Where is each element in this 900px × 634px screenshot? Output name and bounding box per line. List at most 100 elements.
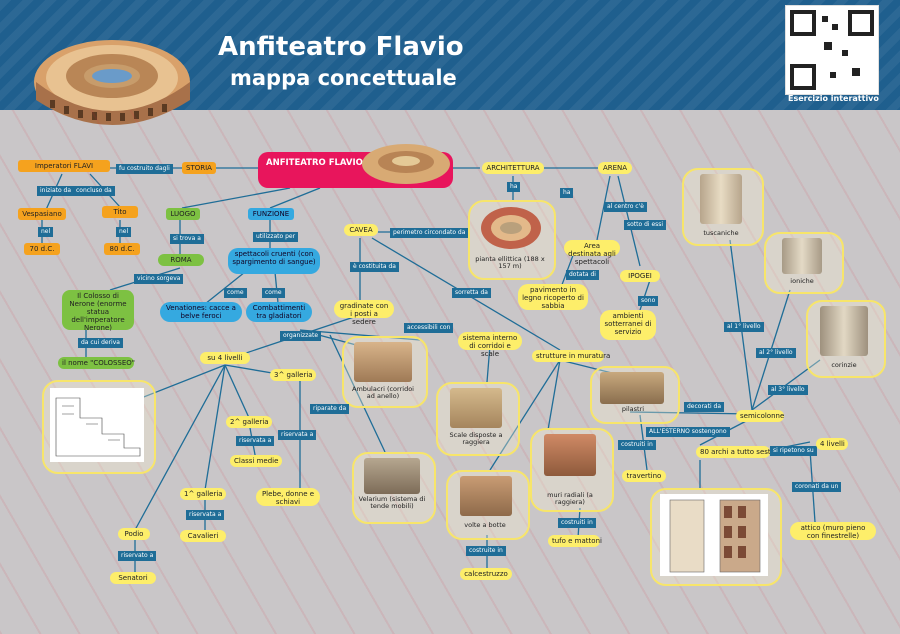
node-cavalieri: Cavalieri — [180, 530, 226, 542]
node-combattimenti: Combattimenti tra gladiatori — [246, 302, 312, 322]
volte-photo — [460, 476, 512, 516]
link-organizzate: organizzate — [280, 331, 322, 341]
node-muri: muri radiali (a raggiera) — [547, 491, 593, 506]
colosseum-illustration — [34, 40, 190, 125]
node-ipogei: IPOGEI — [620, 270, 660, 282]
node-storia: STORIA — [182, 162, 216, 174]
link-vicino: vicino sorgeva — [134, 274, 184, 284]
node-1-galleria: 1^ galleria — [180, 488, 226, 500]
link-sorretta: sorretta da — [452, 288, 491, 298]
link-sono: sono — [638, 296, 659, 306]
link-riservato: riservato a — [118, 551, 157, 561]
link-al-2-livello: al 2° livello — [756, 348, 796, 358]
node-luogo: LUOGO — [166, 208, 200, 220]
link-al-1-livello: al 1° livello — [724, 322, 764, 332]
node-tufo: tufo e mattoni — [548, 535, 602, 547]
node-imperatori: Imperatori FLAVI — [18, 160, 110, 172]
node-tito: Tito — [102, 206, 138, 218]
node-pilastri: pilastri — [621, 405, 645, 413]
node-nome: il nome "COLOSSEO" — [58, 357, 135, 369]
node-volte: volte a botte — [464, 521, 506, 529]
link-al-3-livello: al 3° livello — [768, 385, 808, 395]
qr-code[interactable] — [785, 5, 879, 95]
tuscaniche-photo — [700, 174, 742, 224]
link-nel-1: nel — [38, 227, 54, 237]
link-ha-2: ha — [560, 188, 574, 198]
node-vespasiano: Vespasiano — [18, 208, 66, 220]
link-riservata-2: riservata a — [186, 510, 225, 520]
node-senatori: Senatori — [110, 572, 156, 584]
node-4-livelli-b: 4 livelli — [816, 438, 848, 450]
link-dotata: dotata di — [566, 270, 599, 280]
node-ioniche: ioniche — [790, 277, 814, 285]
link-coronati: coronati da un — [792, 482, 842, 492]
node-sistema: sistema interno di corridoi e scale — [458, 332, 522, 358]
tuscaniche-frame — [682, 168, 764, 246]
ioniche-photo — [782, 238, 822, 274]
node-tuscaniche: tuscaniche — [703, 229, 739, 237]
link-utilizzato: utilizzato per — [253, 232, 299, 242]
link-perimetro: perimetro circondato da — [390, 228, 469, 238]
link-si-ripetono: si ripetono su — [770, 446, 817, 456]
node-80dc: 80 d.C. — [104, 243, 140, 255]
link-come-2: come — [262, 288, 285, 298]
link-concluso: concluso da — [73, 186, 115, 196]
node-3-galleria: 3^ galleria — [270, 369, 316, 381]
link-fu-costruito: fu costruito dagli — [116, 164, 173, 174]
node-80-archi: 80 archi a tutto sesto — [696, 446, 775, 458]
pilastri-photo — [600, 372, 664, 404]
node-gradinate: gradinate con i posti a sedere — [334, 300, 394, 326]
colosseum-thumbnail — [362, 144, 450, 184]
node-velarium: Velarium (sistema di tende mobili) — [358, 495, 426, 510]
node-venationes: Venationes: cacce a belve feroci — [160, 302, 242, 322]
node-70dc: 70 d.C. — [24, 243, 60, 255]
node-arena: ARENA — [598, 162, 632, 174]
page-title: Anfiteatro Flavio — [218, 32, 464, 62]
link-iniziato: iniziato da — [37, 186, 75, 196]
link-nel-2: nel — [116, 227, 132, 237]
node-architettura: ARCHITETTURA — [482, 162, 544, 174]
link-accessibili: accessibili con — [404, 323, 454, 333]
node-pavimento: pavimento in legno ricoperto di sabbia — [518, 284, 588, 310]
corinzie-photo — [820, 306, 868, 356]
pianta-ellittica-image — [481, 207, 541, 249]
muri-photo — [544, 434, 596, 476]
node-area: Area destinata agli spettacoli — [564, 240, 620, 266]
node-4-livelli: su 4 livelli — [200, 352, 250, 364]
node-ambulacri: Ambulacri (corridoi ad anello) — [352, 385, 414, 400]
link-si-trova: si trova a — [170, 234, 204, 244]
link-costruiti-2: costruiti in — [558, 518, 596, 528]
qr-label: Esercizio interattivo — [788, 94, 879, 103]
link-decorati: decorati da — [684, 402, 725, 412]
node-scale: Scale disposte a raggiera — [449, 431, 503, 446]
cross-section-drawing — [50, 388, 144, 462]
velarium-photo — [364, 458, 420, 494]
node-semicolonne: semicolonne — [736, 410, 784, 422]
link-costituita: è costituita da — [350, 262, 399, 272]
node-strutture: strutture in muratura — [532, 350, 610, 362]
link-costruiti-1: costruiti in — [618, 440, 656, 450]
node-funzione: FUNZIONE — [248, 208, 294, 220]
link-ha-1: ha — [507, 182, 521, 192]
node-calcestruzzo: calcestruzzo — [460, 568, 512, 580]
link-riservata-3: riservata a — [278, 430, 317, 440]
node-corinzie: corinzie — [831, 361, 857, 369]
link-riservata-1: riservata a — [236, 436, 275, 446]
node-colosso: Il Colosso di Nerone (enorme statua dell… — [62, 290, 134, 332]
central-concept-label: ANFITEATRO FLAVIO (COLOSSEO) — [266, 158, 425, 168]
link-sotto: sotto di essi — [624, 220, 667, 230]
node-spettacoli: spettacoli cruenti (con spargimento di s… — [228, 248, 320, 274]
link-come-1: come — [224, 288, 247, 298]
link-da-cui: da cui deriva — [78, 338, 123, 348]
node-classi: Classi medie — [230, 455, 282, 467]
page-subtitle: mappa concettuale — [230, 66, 457, 90]
link-esterno: ALL'ESTERNO sostengono — [646, 427, 730, 437]
facciata-drawing — [660, 494, 768, 576]
link-costruite: costruite in — [466, 546, 506, 556]
node-podio: Podio — [118, 528, 150, 540]
node-cavea: CAVEA — [344, 224, 378, 236]
link-al-centro: al centro c'è — [604, 202, 647, 212]
node-travertino: travertino — [622, 470, 666, 482]
scale-photo — [450, 388, 502, 428]
link-riparate: riparate da — [310, 404, 350, 414]
